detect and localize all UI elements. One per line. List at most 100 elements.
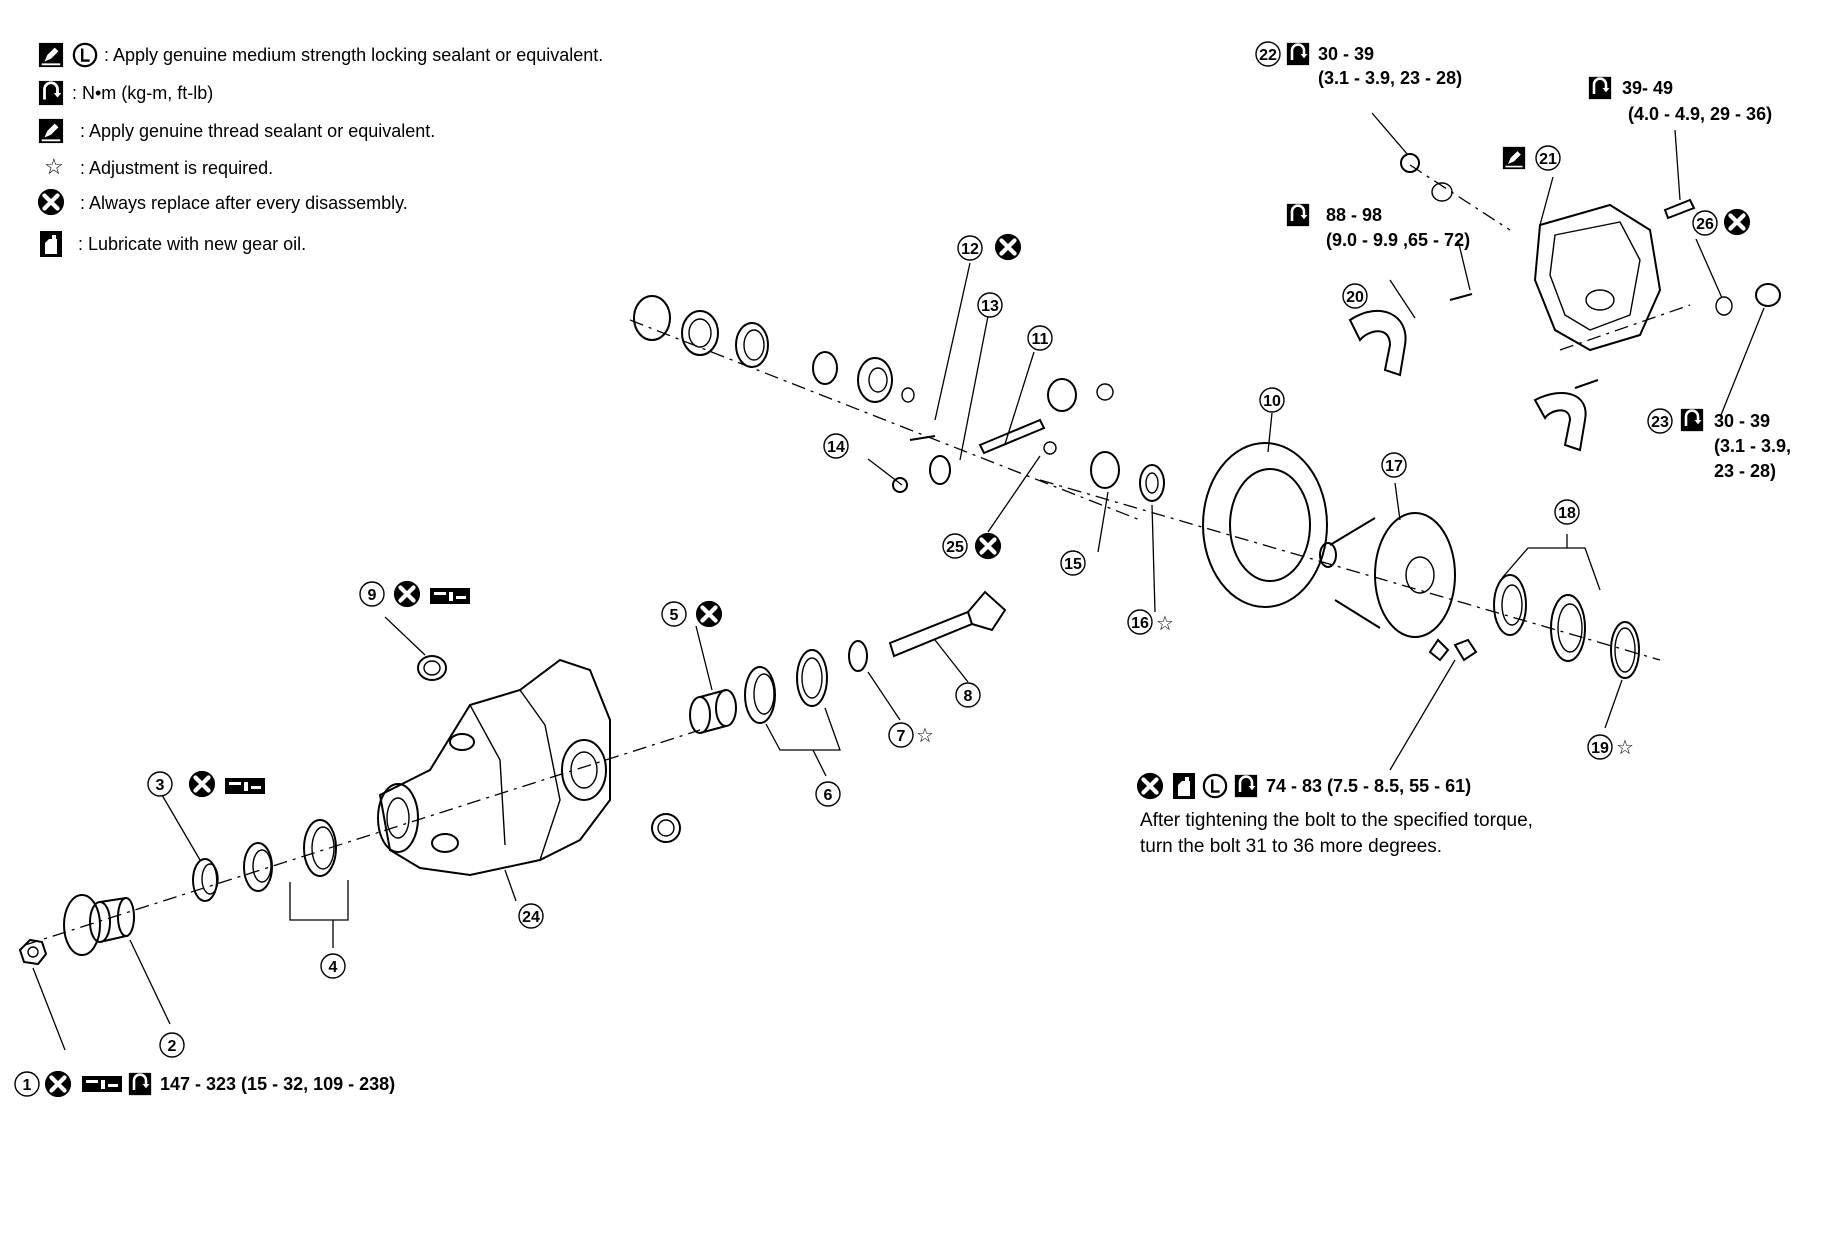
svg-text:(9.0 - 9.9 ,65 - 72): (9.0 - 9.9 ,65 - 72) — [1326, 230, 1470, 250]
part-pinion-mate-gears — [892, 441, 1165, 502]
callout-markers — [189, 234, 1021, 797]
press-fit-icon — [82, 1076, 122, 1092]
svg-text:7: 7 — [897, 728, 906, 745]
callout-13: 13 — [977, 292, 1003, 318]
part-filler-plug — [1400, 153, 1453, 202]
legend-text: : Always replace after every disassembly… — [80, 193, 408, 213]
torque-icon — [1588, 76, 1612, 100]
part-side-bearing-right — [1493, 574, 1586, 662]
legend-text: : N•m (kg-m, ft-lb) — [72, 83, 213, 103]
part-drain-plug — [1715, 283, 1781, 316]
part-ring-gear-bolt — [1453, 638, 1478, 662]
torque-icon — [1286, 42, 1310, 66]
callout-20: 20 — [1342, 283, 1368, 309]
callout-9: 9 — [359, 581, 385, 607]
legend: : Apply genuine medium strength locking … — [38, 42, 603, 257]
part-collapsible-spacer — [689, 689, 737, 734]
legend-text: : Lubricate with new gear oil. — [78, 234, 306, 254]
torque-icon — [38, 80, 64, 106]
ring-bolt-note-line-1: After tightening the bolt to the specifi… — [1140, 810, 1533, 831]
assembly-axis-lines — [24, 164, 1691, 946]
torque-spec-23: 30 - 39 (3.1 - 3.9, 23 - 28) — [1680, 408, 1791, 481]
callout-2: 2 — [159, 1032, 185, 1058]
replace-icon — [696, 601, 722, 627]
legend-row-locking-sealant: : Apply genuine medium strength locking … — [38, 42, 603, 68]
torque-icon — [1286, 203, 1310, 227]
svg-text:11: 11 — [1032, 331, 1049, 348]
replace-icon — [975, 533, 1001, 559]
svg-text:☆: ☆ — [1156, 613, 1174, 635]
locking-l-icon — [1202, 773, 1228, 799]
callout-14: 14 — [823, 433, 849, 459]
callout-18: 18 — [1554, 499, 1580, 525]
part-side-oil-seal-right — [651, 813, 681, 843]
part-lock-pin — [909, 435, 936, 441]
part-gear-carrier — [377, 658, 611, 877]
svg-text:17: 17 — [1385, 458, 1403, 475]
svg-text:3: 3 — [156, 777, 165, 794]
svg-text:88 - 98: 88 - 98 — [1326, 205, 1382, 225]
svg-text:16: 16 — [1131, 615, 1149, 632]
oil-can-icon — [1173, 773, 1195, 799]
svg-text:15: 15 — [1064, 556, 1082, 573]
svg-text:22: 22 — [1259, 47, 1277, 64]
torque-icon — [1234, 774, 1258, 798]
torque-spec-ring-gear-bolt: 74 - 83 (7.5 - 8.5, 55 - 61) After tight… — [1137, 773, 1533, 857]
replace-icon — [995, 234, 1021, 260]
callout-16: 16 ☆ — [1127, 609, 1174, 635]
part-rear-cover — [1533, 203, 1662, 352]
callout-1: 1 — [14, 1071, 40, 1097]
callout-4: 4 — [320, 953, 346, 979]
replace-icon — [1724, 209, 1750, 235]
svg-text:19: 19 — [1591, 740, 1609, 757]
leader-lines — [32, 112, 1765, 1051]
part-cover-bolt — [1663, 198, 1696, 220]
svg-text:23: 23 — [1651, 414, 1669, 431]
callout-12: 12 — [957, 235, 983, 261]
legend-row-torque: : N•m (kg-m, ft-lb) — [38, 80, 213, 106]
callout-15: 15 — [1060, 550, 1086, 576]
torque-icon — [1680, 408, 1704, 432]
callouts: 1 2 3 4 5 6 7☆ 8 9 10 11 12 13 14 15 16☆… — [14, 41, 1750, 1097]
svg-text:(4.0 - 4.9, 29 - 36): (4.0 - 4.9, 29 - 36) — [1628, 104, 1772, 124]
legend-row-lubricate: : Lubricate with new gear oil. — [40, 231, 306, 257]
svg-text:30 - 39: 30 - 39 — [1714, 411, 1770, 431]
torque-spec-bearing-cap: 88 - 98 (9.0 - 9.9 ,65 - 72) — [1286, 203, 1470, 250]
svg-text:(3.1 - 3.9,: (3.1 - 3.9, — [1714, 436, 1791, 456]
svg-text:☆: ☆ — [916, 725, 934, 747]
replace-icon — [394, 581, 420, 607]
oil-can-icon — [40, 231, 62, 257]
svg-text:30 - 39: 30 - 39 — [1318, 44, 1374, 64]
svg-text:1: 1 — [23, 1077, 32, 1094]
star-icon: ☆ — [44, 154, 64, 179]
replace-icon — [189, 771, 215, 797]
part-pinion-mate-shaft — [978, 378, 1114, 455]
svg-text:21: 21 — [1539, 151, 1557, 168]
svg-text:23 - 28): 23 - 28) — [1714, 461, 1776, 481]
callout-17: 17 — [1381, 452, 1407, 478]
svg-text:4: 4 — [329, 959, 338, 976]
part-side-gear-and-thrust-washer — [812, 351, 915, 403]
sealant-icon — [1502, 146, 1526, 170]
part-pinion-rear-bearing — [744, 649, 828, 724]
legend-row-adjustment: ☆ : Adjustment is required. — [44, 154, 273, 179]
torque-spec-cover-bolt: 39- 49 (4.0 - 4.9, 29 - 36) — [1588, 76, 1772, 124]
svg-text:2: 2 — [168, 1038, 177, 1055]
callout-25: 25 — [942, 533, 1001, 559]
callout-8: 8 — [955, 682, 981, 708]
part-pinion-front-bearing — [243, 819, 337, 892]
svg-text:20: 20 — [1346, 289, 1364, 306]
part-side-bearing-adjusting-shim — [1610, 621, 1640, 679]
svg-text:6: 6 — [824, 787, 833, 804]
part-companion-flange — [63, 894, 135, 956]
callout-11: 11 — [1027, 325, 1053, 351]
torque-spec-22: 30 - 39 (3.1 - 3.9, 23 - 28) — [1286, 42, 1462, 88]
svg-text:☆: ☆ — [1616, 737, 1634, 759]
part-side-oil-seal-9 — [417, 655, 447, 681]
svg-text:74 - 83 (7.5 - 8.5, 55 - 61): 74 - 83 (7.5 - 8.5, 55 - 61) — [1266, 776, 1471, 796]
callout-7: 7☆ — [888, 722, 934, 748]
part-pinion-height-washer — [848, 640, 868, 672]
callout-6: 6 — [815, 781, 841, 807]
callout-5: 5 — [661, 601, 687, 627]
